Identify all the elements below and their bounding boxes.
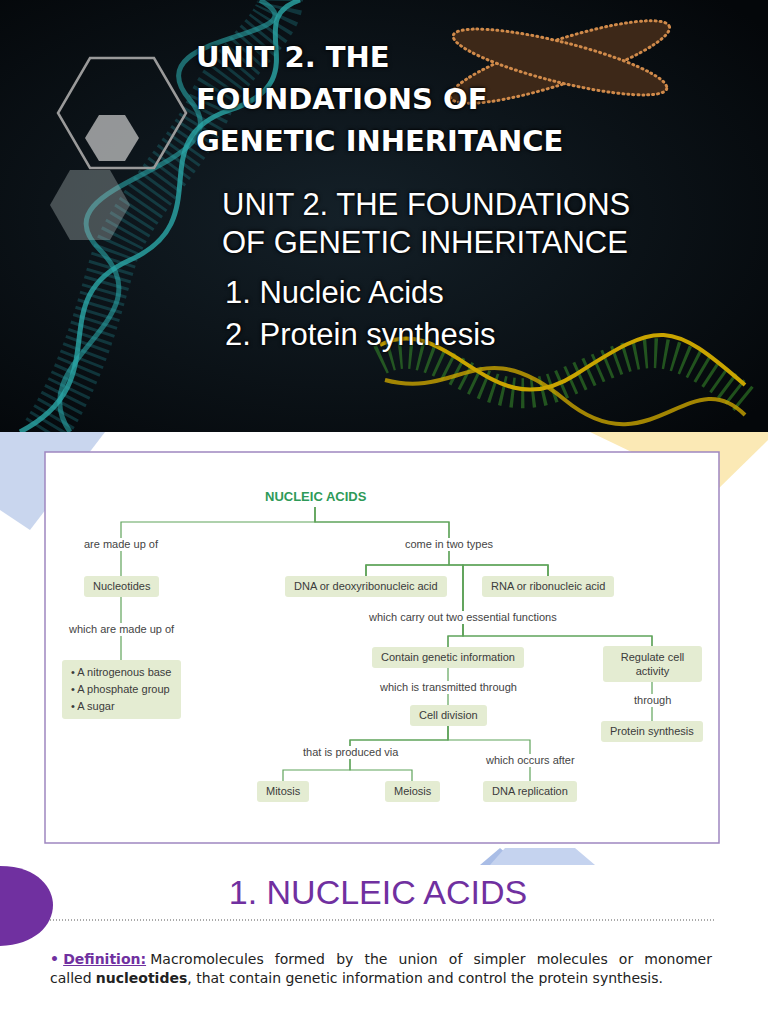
map-root: NUCLEIC ACIDS — [261, 487, 370, 507]
connector-label: which is transmitted through — [377, 681, 520, 694]
node-text: Contain genetic information — [381, 651, 515, 664]
concept-box: Nucleotides — [84, 576, 159, 597]
hexagon-outline — [58, 58, 186, 168]
node-text: NUCLEIC ACIDS — [265, 489, 366, 505]
node-text: RNA or ribonucleic acid — [491, 580, 605, 593]
page-title: UNIT 2. THE FOUNDATIONS OF GENETIC INHER… — [196, 36, 616, 162]
hexagon-fill — [85, 115, 139, 161]
connector-label: that is produced via — [300, 746, 401, 759]
node-text: Cell division — [419, 709, 478, 722]
node-text: Mitosis — [266, 785, 300, 798]
node-text: Meiosis — [394, 785, 431, 798]
list-item: 1. Nucleic Acids — [225, 274, 685, 312]
concept-box: Protein synthesis — [601, 721, 703, 742]
connector-line — [463, 565, 652, 646]
connector-label: which are made up of — [66, 623, 177, 636]
definition-paragraph: •Definition:Macromolecules formed by the… — [50, 950, 712, 988]
connector-label: which occurs after — [483, 754, 578, 767]
connector-label: which carry out two essential functions — [366, 611, 560, 624]
helix-rungs — [380, 353, 745, 400]
node-text: • A phosphate group — [71, 681, 172, 698]
node-text: • A sugar — [71, 698, 172, 715]
concept-box: Mitosis — [257, 781, 309, 802]
subtitle: UNIT 2. THE FOUNDATIONS OF GENETIC INHER… — [222, 186, 662, 262]
dark-banner — [0, 0, 768, 432]
connector-label: through — [631, 694, 674, 707]
concept-box: Meiosis — [385, 781, 440, 802]
dotted-rule — [50, 920, 716, 921]
hexagon-fill — [50, 170, 130, 240]
connector-label: come in two types — [402, 538, 496, 551]
list-box: • A nitrogenous base• A phosphate group•… — [62, 660, 181, 719]
node-text: Regulate cell activity — [612, 650, 693, 678]
node-text: • A nitrogenous base — [71, 664, 172, 681]
list-item: 2. Protein synthesis — [225, 316, 685, 354]
concept-box: Contain genetic information — [372, 647, 524, 668]
diagram-frame — [45, 452, 719, 843]
definition-term: Definition: — [63, 951, 146, 967]
node-text: DNA replication — [492, 785, 568, 798]
section-heading: 1. NUCLEIC ACIDS — [0, 872, 756, 912]
chevron-shape — [490, 848, 595, 865]
purple-tab — [0, 866, 53, 946]
node-text: DNA or deoxyribonucleic acid — [294, 580, 438, 593]
node-text: Protein synthesis — [610, 725, 694, 738]
node-text: Nucleotides — [93, 580, 150, 593]
definition-text: , that contain genetic information and c… — [187, 970, 663, 986]
key-term: nucleotides — [96, 970, 188, 986]
concept-box: DNA replication — [483, 781, 577, 802]
concept-box: RNA or ribonucleic acid — [482, 576, 614, 597]
concept-box: DNA or deoxyribonucleic acid — [285, 576, 447, 597]
bullet: • — [50, 951, 59, 967]
connector-line — [283, 726, 448, 781]
connector-label: are made up of — [81, 538, 161, 551]
connector-line — [315, 507, 548, 576]
helix-strand — [385, 368, 745, 424]
concept-box: Regulate cell activity — [603, 646, 702, 682]
concept-box: Cell division — [410, 705, 487, 726]
